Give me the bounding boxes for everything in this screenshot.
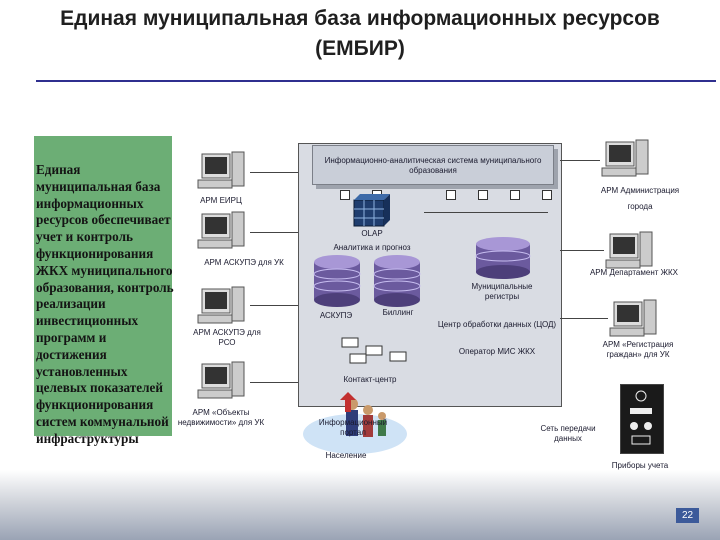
- database-icon: [313, 255, 361, 307]
- connector-line: [560, 318, 608, 319]
- workstation-label-eirc: АРМ ЕИРЦ: [200, 196, 242, 205]
- db-askupe-label: АСКУПЭ: [319, 311, 353, 320]
- connector-line: [250, 172, 298, 173]
- workstation-label-administration: АРМ Администрация города: [600, 186, 680, 211]
- slide-title: Единая муниципальная база информационных…: [60, 7, 660, 60]
- workstation-label-registration: АРМ «Регистрация граждан» для УК: [602, 340, 674, 359]
- olap-label: OLAP: [361, 229, 383, 238]
- server-header-label: Информационно-аналитическая система муни…: [324, 156, 542, 175]
- computer-icon: [601, 139, 649, 177]
- network-port: [542, 190, 552, 200]
- analytics-label: Аналитика и прогноз: [333, 243, 411, 252]
- server-header: Информационно-аналитическая система муни…: [312, 145, 554, 185]
- computer-icon: [197, 151, 245, 189]
- phone-icon: [341, 337, 407, 364]
- computer-icon: [609, 299, 657, 337]
- registers-label: Муниципальные регистры: [471, 282, 533, 301]
- connector-line: [560, 160, 600, 161]
- database-icon: [373, 255, 421, 307]
- title-divider: [36, 80, 716, 82]
- computer-icon: [197, 211, 245, 249]
- meters-label: Приборы учета: [611, 461, 669, 470]
- network-port: [510, 190, 520, 200]
- description-text: Единая муниципальная база информационных…: [36, 162, 174, 446]
- description-panel: [34, 136, 172, 436]
- computer-icon: [605, 231, 653, 269]
- page-number: 22: [676, 508, 700, 523]
- data-center-label: Центр обработки данных (ЦОД): [437, 320, 557, 329]
- connector-line: [250, 232, 298, 233]
- connector-line: [250, 382, 298, 383]
- workstation-label-askupe-uk: АРМ АСКУПЭ для УК: [204, 258, 284, 267]
- computer-icon: [197, 286, 245, 324]
- workstation-label-housing-dept: АРМ Департамент ЖКХ: [589, 268, 679, 277]
- meters-panel: [620, 384, 664, 454]
- network-port: [478, 190, 488, 200]
- footer-band: [0, 470, 720, 540]
- database-icon: [475, 237, 531, 279]
- data-network-label: Сеть передачи данных: [540, 424, 596, 443]
- db-billing-label: Биллинг: [382, 308, 414, 317]
- arrow-up-icon: [340, 392, 356, 412]
- connector-line: [560, 250, 604, 251]
- portal-label: Информационный портал: [318, 418, 388, 437]
- workstation-label-askupe-rso: АРМ АСКУПЭ для РСО: [193, 328, 261, 347]
- meter-icon: [630, 390, 652, 445]
- workstation-label-realty: АРМ «Объекты недвижимости» для УК: [177, 408, 265, 427]
- connector-line: [250, 305, 298, 306]
- olap-cube-icon: [353, 194, 390, 227]
- network-port: [446, 190, 456, 200]
- population-label: Население: [325, 451, 367, 460]
- network-port: [340, 190, 350, 200]
- computer-icon: [197, 361, 245, 399]
- operator-label: Оператор МИС ЖКХ: [458, 347, 536, 356]
- connector-line: [424, 212, 548, 213]
- contact-center-label: Контакт-центр: [343, 375, 397, 384]
